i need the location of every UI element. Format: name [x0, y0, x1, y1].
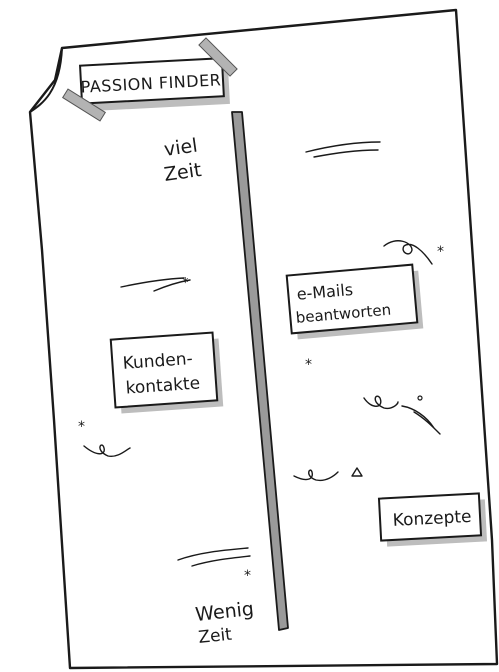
- card-konzepte: Konzepte: [379, 493, 487, 546]
- axis-bottom-line2: Zeit: [197, 625, 233, 648]
- doodle-star-4: *: [78, 419, 85, 435]
- axis-top-line1: viel: [163, 135, 199, 161]
- doodle-star-3: *: [305, 357, 312, 373]
- card-kundenkontakte: Kunden- kontakte: [111, 333, 223, 414]
- doodle-star-5: *: [244, 568, 251, 584]
- card-konzepte-line1: Konzepte: [392, 507, 472, 531]
- doodle-star-1: *: [437, 244, 444, 260]
- doodle-star-2: *: [182, 276, 189, 291]
- card-emails-beantworten: e-Mails beantworten: [287, 265, 424, 340]
